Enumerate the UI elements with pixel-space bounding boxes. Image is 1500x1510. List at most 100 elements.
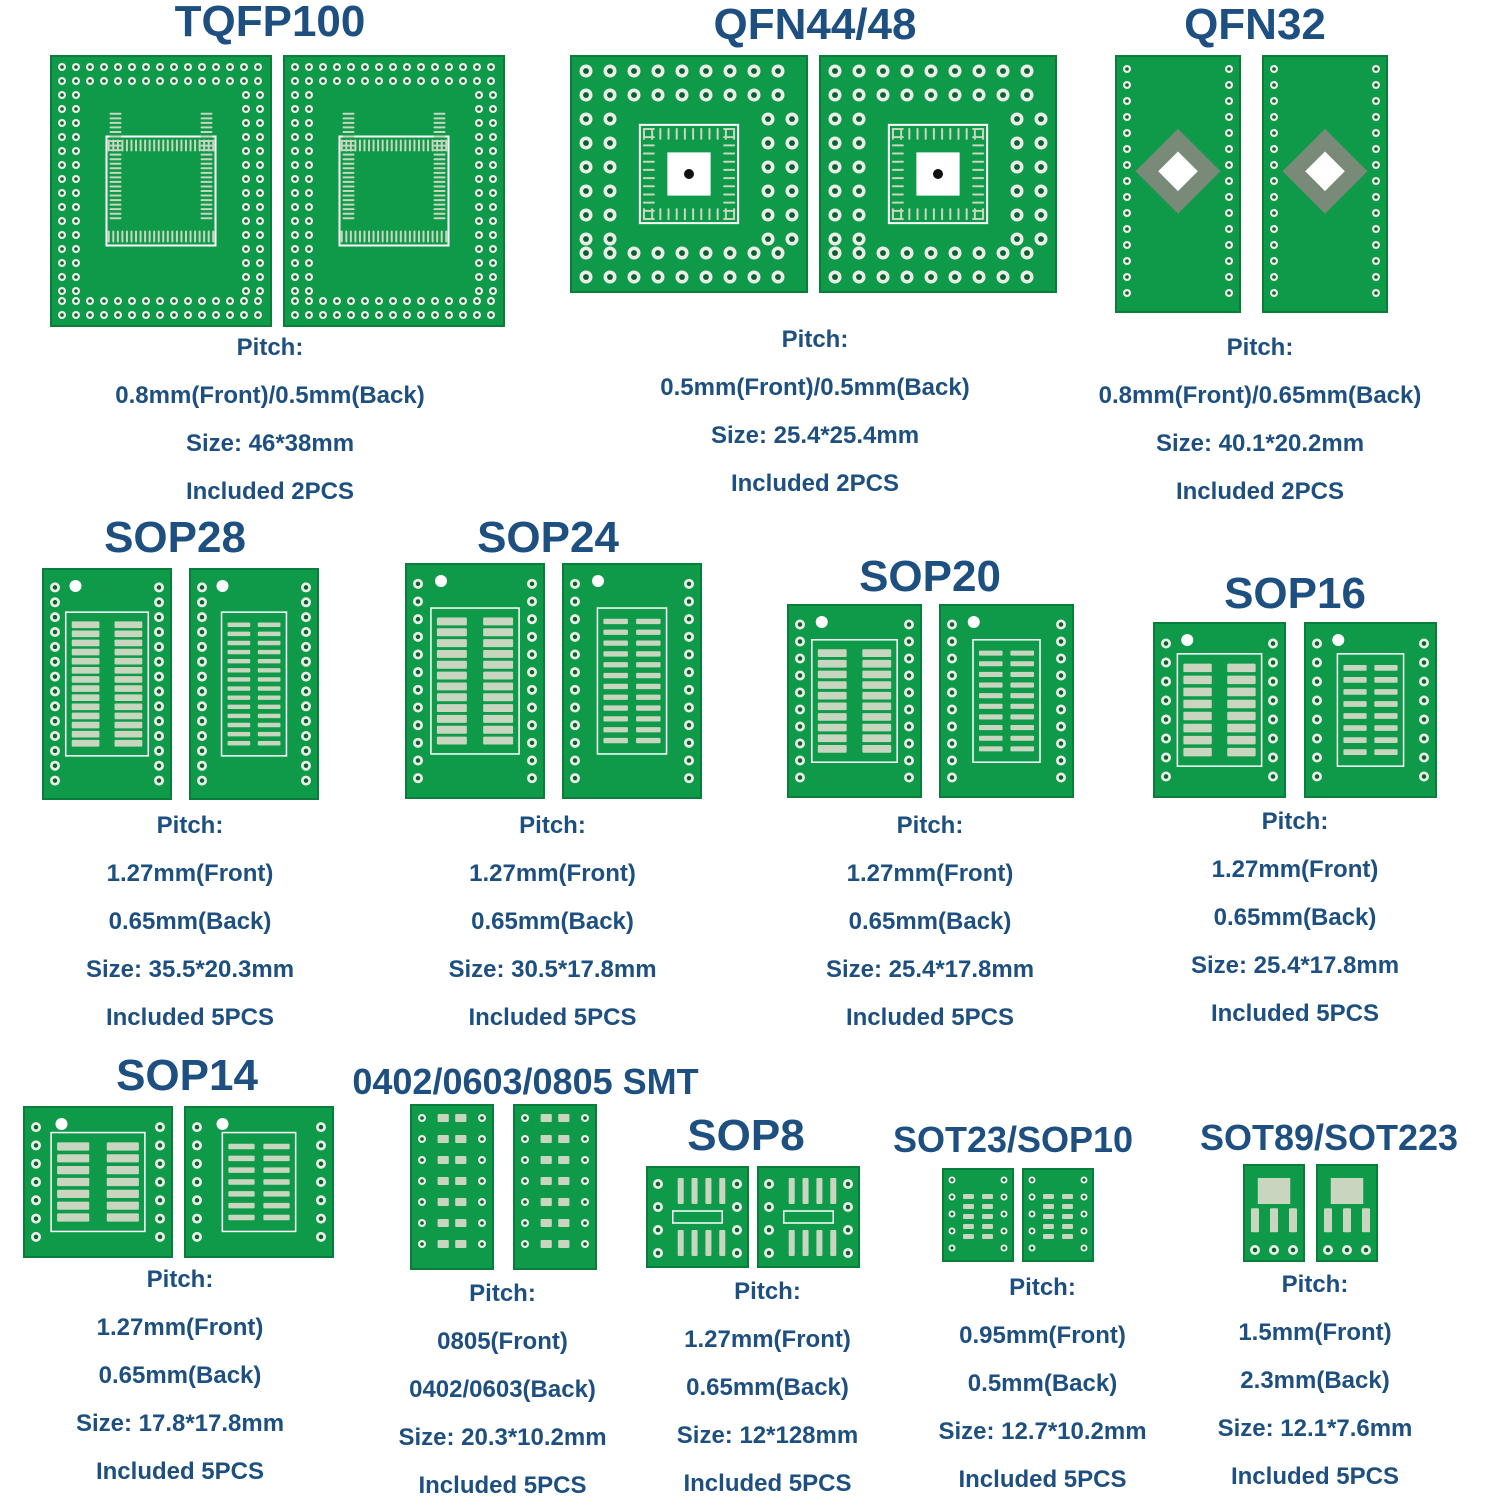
spec-line: 1.27mm(Front) [1211,856,1379,883]
pcb-board-back [1022,1168,1094,1262]
panel-specs: Pitch: 0.5mm(Front)/0.5mm(Back) Size: 25… [610,316,1020,508]
pcb-board-front [410,1104,494,1270]
pcb-board-back [819,55,1057,293]
panel-specs: Pitch: 0805(Front) 0402/0603(Back) Size:… [370,1270,635,1510]
pcb-board-front [1115,55,1241,313]
pcb-board-back [283,55,505,327]
spec-line: Size: 17.8*17.8mm [75,1410,285,1437]
spec-line: Included 5PCS [418,1472,587,1499]
spec-line: 0.65mm(Back) [848,908,1012,935]
pcb-board-front [1153,622,1286,798]
spec-line: Included 5PCS [468,1004,637,1031]
pcb-board-back [1316,1164,1378,1262]
spec-line: 2.3mm(Back) [1240,1367,1390,1394]
spec-line: 1.27mm(Front) [684,1326,851,1353]
panel-title: TQFP100 [174,0,366,46]
panel-specs: Pitch: 1.27mm(Front) 0.65mm(Back) Size: … [40,802,340,1042]
spec-line: Included 5PCS [1230,1463,1400,1490]
pcb-board-back [1304,622,1437,798]
spec-line: Included 5PCS [105,1004,275,1031]
spec-line: Size: 20.3*10.2mm [398,1424,607,1451]
spec-line: 0.8mm(Front)/0.5mm(Back) [115,382,425,409]
spec-line: Included 2PCS [1175,478,1345,505]
pcb-board-front [42,568,172,800]
pcb-board-back [757,1166,860,1268]
panel-title: SOT23/SOP10 [892,1119,1134,1160]
pcb-board-front [1243,1164,1305,1262]
spec-line: Pitch: [1281,1271,1349,1298]
spec-line: Included 5PCS [95,1458,265,1485]
panel-specs: Pitch: 1.27mm(Front) 0.65mm(Back) Size: … [30,1256,330,1496]
spec-line: Size: 25.4*17.8mm [1190,952,1400,979]
spec-line: 1.27mm(Front) [469,860,636,887]
panel-specs: Pitch: 1.27mm(Front) 0.65mm(Back) Size: … [1145,798,1445,1038]
panel-title: QFN32 [1184,0,1326,49]
spec-line: Included 5PCS [1210,1000,1380,1027]
spec-line: 0.65mm(Back) [471,908,634,935]
pcb-board-front [23,1106,173,1258]
spec-line: Size: 40.1*20.2mm [1155,430,1365,457]
panel-specs: Pitch: 1.27mm(Front) 0.65mm(Back) Size: … [635,1268,900,1508]
spec-line: Pitch: [781,326,849,353]
spec-line: 0.5mm(Back) [967,1370,1118,1397]
spec-line: Size: 30.5*17.8mm [448,956,657,983]
pcb-board-back [1262,55,1388,313]
panel-title: QFN44/48 [713,0,917,49]
spec-line: Included 2PCS [730,470,900,497]
spec-line: Size: 25.4*17.8mm [825,956,1035,983]
spec-line: Pitch: [734,1278,801,1305]
spec-line: Size: 46*38mm [185,430,355,457]
panel-title: SOP8 [687,1111,805,1160]
panel-title: SOP14 [116,1051,258,1100]
spec-line: 0402/0603(Back) [409,1376,596,1403]
pcb-board-front [942,1168,1014,1262]
spec-line: Included 5PCS [683,1470,852,1497]
spec-line: 0.65mm(Back) [1213,904,1377,931]
spec-line: Size: 35.5*20.3mm [85,956,295,983]
panel-title: SOP24 [477,513,619,562]
pcb-board-back [513,1104,597,1270]
spec-line: 0.8mm(Front)/0.65mm(Back) [1098,382,1422,409]
spec-line: Pitch: [1261,808,1329,835]
pcb-board-front [405,563,545,799]
spec-line: Pitch: [469,1280,536,1307]
spec-line: 1.27mm(Front) [96,1314,264,1341]
spec-line: 1.27mm(Front) [846,860,1014,887]
pcb-board-back [939,604,1074,798]
spec-line: 0.65mm(Back) [98,1362,262,1389]
panel-specs: Pitch: 1.27mm(Front) 0.65mm(Back) Size: … [400,802,705,1042]
spec-line: Size: 12*128mm [676,1422,859,1449]
spec-line: Included 5PCS [845,1004,1015,1031]
spec-line: Pitch: [896,812,964,839]
spec-line: Pitch: [519,812,586,839]
panel-specs: Pitch: 0.95mm(Front) 0.5mm(Back) Size: 1… [910,1264,1175,1504]
spec-line: 0.65mm(Back) [108,908,272,935]
spec-line: Pitch: [146,1266,214,1293]
spec-line: Included 2PCS [185,478,355,505]
panel-title: 0402/0603/0805 SMT [352,1061,699,1102]
spec-line: Size: 12.1*7.6mm [1217,1415,1413,1442]
spec-line: 0.65mm(Back) [686,1374,849,1401]
pcb-board-back [562,563,702,799]
spec-line: 0.95mm(Front) [959,1322,1126,1349]
spec-line: Pitch: [1226,334,1294,361]
spec-line: Pitch: [1009,1274,1076,1301]
spec-line: 0805(Front) [437,1328,568,1355]
spec-line: Pitch: [236,334,304,361]
panel-specs: Pitch: 1.27mm(Front) 0.65mm(Back) Size: … [780,802,1080,1042]
panel-title: SOP28 [104,513,246,562]
spec-line: 1.27mm(Front) [106,860,274,887]
pcb-board-front [50,55,272,327]
pcb-board-front [646,1166,749,1268]
pcb-board-front [570,55,808,293]
panel-title: SOP16 [1224,569,1366,618]
pcb-board-back [184,1106,334,1258]
pcb-board-front [787,604,922,798]
panel-title: SOT89/SOT223 [1199,1117,1459,1158]
spec-line: 1.5mm(Front) [1238,1319,1392,1346]
spec-line: Size: 12.7*10.2mm [938,1418,1147,1445]
panel-specs: Pitch: 0.8mm(Front)/0.65mm(Back) Size: 4… [1070,324,1450,516]
spec-line: Included 5PCS [958,1466,1127,1493]
panel-title: SOP20 [859,552,1001,601]
spec-line: 0.5mm(Front)/0.5mm(Back) [660,374,970,401]
